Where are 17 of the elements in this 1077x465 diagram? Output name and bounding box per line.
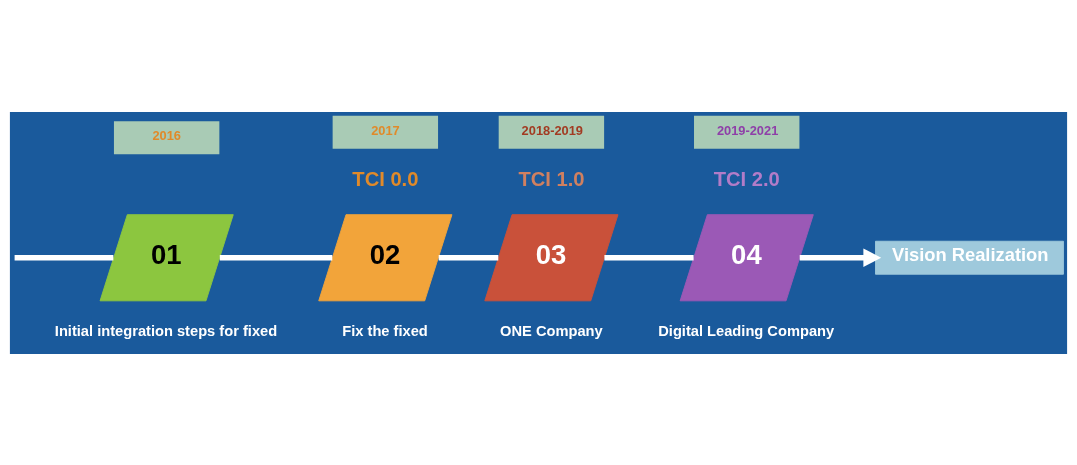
node-label: Digital Leading Company: [658, 322, 835, 339]
label: 2019-2021: [716, 122, 779, 138]
connector: [219, 254, 333, 260]
connector: [14, 254, 114, 260]
label: 2017: [371, 122, 400, 138]
label: 2016: [152, 127, 181, 143]
node-label: Initial integration steps for fixed: [54, 322, 278, 339]
node-box: Vision Realization: [875, 240, 1064, 275]
connector: [604, 254, 694, 260]
node-label: TCI 0.0: [352, 167, 419, 190]
connector: [438, 254, 499, 260]
label: 2018-2019: [521, 122, 583, 138]
arrow: [799, 247, 882, 267]
node-label: TCI 1.0: [518, 167, 585, 190]
node-label: ONE Company: [500, 322, 603, 339]
node-label: TCI 2.0: [713, 167, 780, 190]
node-label: Fix the fixed: [342, 322, 428, 339]
